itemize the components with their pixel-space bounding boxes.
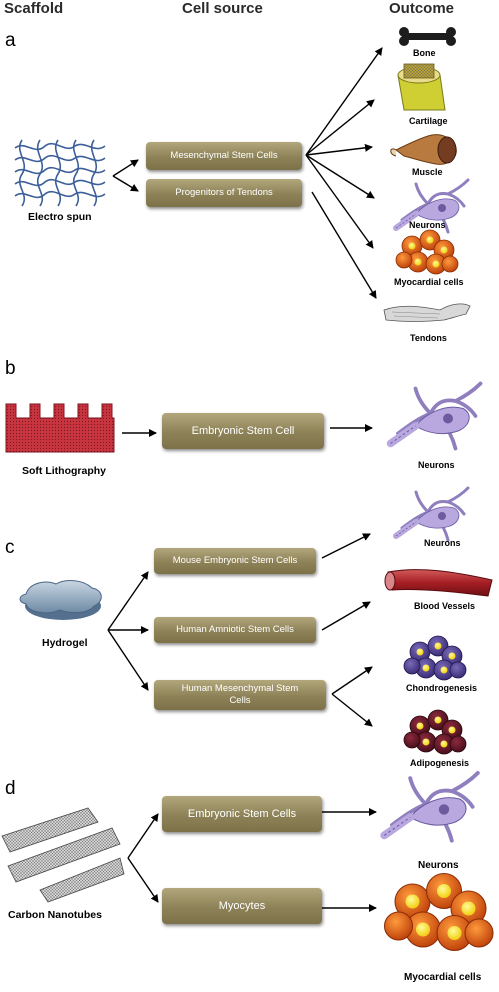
carbon-nanotubes-icon: [1, 807, 125, 903]
scaffold-label-hydrogel: Hydrogel: [42, 637, 88, 649]
myocardial-cells-icon: [395, 229, 459, 275]
arrow-a2: [112, 175, 139, 192]
cell-source-box-b: Embryonic Stem Cell: [162, 413, 324, 449]
cell-source-box-d1: Embryonic Stem Cells: [162, 796, 322, 832]
outcome-label-chondrogenesis: Chondrogenesis: [406, 683, 478, 693]
arrow-c-chondro: [331, 666, 373, 695]
scaffold-label-soft-lithography: Soft Lithography: [22, 465, 106, 477]
arrow-d2: [127, 857, 159, 903]
electrospun-mesh-icon: [14, 139, 106, 207]
cell-source-box-d2: Myocytes: [162, 888, 322, 924]
arrow-c-neurons: [321, 533, 371, 559]
header-cell-source: Cell source: [182, 0, 263, 17]
arrow-a-cartilage: [305, 99, 375, 156]
myocardial-large-icon: [383, 872, 494, 952]
bone-icon: [399, 27, 456, 46]
outcome-label-cartilage: Cartilage: [409, 116, 448, 126]
outcome-label-neurons-d: Neurons: [418, 860, 459, 871]
neuron-large-icon: [391, 384, 481, 449]
outcome-label-tendons: Tendons: [410, 333, 447, 343]
adipogenesis-icon: [403, 709, 467, 755]
tendons-icon: [383, 303, 471, 322]
outcome-label-neurons-b: Neurons: [418, 460, 455, 470]
arrow-c1: [107, 571, 149, 631]
muscle-icon: [390, 134, 457, 165]
outcome-label-neurons-c: Neurons: [424, 538, 461, 548]
arrow-c-adipo: [331, 693, 373, 727]
soft-lithography-icon: [5, 403, 115, 453]
hydrogel-icon: [19, 580, 102, 620]
arrow-c-vessels: [321, 601, 371, 631]
chondrogenesis-icon: [403, 635, 467, 681]
neuron-large-icon-d: [384, 773, 478, 841]
outcome-label-adipogenesis: Adipogenesis: [410, 758, 470, 768]
header-scaffold: Scaffold: [4, 0, 64, 17]
cell-source-box-c2: Human Amniotic Stem Cells: [154, 617, 316, 643]
panel-letter-a: a: [5, 30, 16, 51]
header-outcome: Outcome: [389, 0, 455, 17]
cell-source-box-c1: Mouse Embryonic Stem Cells: [154, 548, 316, 574]
cell-source-box-a2: Progenitors of Tendons: [146, 179, 302, 207]
cell-source-box-c3: Human Mesenchymal Stem Cells: [154, 680, 326, 710]
outcome-label-myocardial-d: Myocardial cells: [404, 972, 482, 983]
outcome-label-neurons-a: Neurons: [409, 220, 446, 230]
outcome-label-bone: Bone: [413, 48, 436, 58]
cell-source-box-a1: Mesenchymal Stem Cells: [146, 142, 302, 170]
scaffold-label-carbon-nanotubes: Carbon Nanotubes: [8, 909, 102, 921]
panel-letter-b: b: [5, 358, 16, 379]
blood-vessel-icon: [384, 569, 493, 597]
scaffold-label-electrospun: Electro spun: [28, 211, 92, 223]
arrow-a-myocardial: [305, 154, 374, 249]
arrow-d1: [127, 813, 159, 859]
arrow-a-bone: [305, 47, 383, 156]
outcome-label-blood-vessels: Blood Vessels: [414, 601, 476, 611]
arrow-c3: [107, 629, 149, 691]
cartilage-icon: [397, 63, 446, 111]
arrow-a-tendons: [311, 191, 377, 299]
panel-letter-d: d: [5, 778, 16, 799]
arrow-a-neurons: [305, 154, 375, 199]
arrow-a1: [112, 159, 139, 177]
outcome-label-myocardial-a: Myocardial cells: [394, 277, 464, 287]
outcome-label-muscle: Muscle: [412, 167, 443, 177]
neuron-icon-c: [396, 488, 468, 540]
arrow-a-muscle: [305, 143, 373, 156]
panel-letter-c: c: [5, 537, 15, 558]
